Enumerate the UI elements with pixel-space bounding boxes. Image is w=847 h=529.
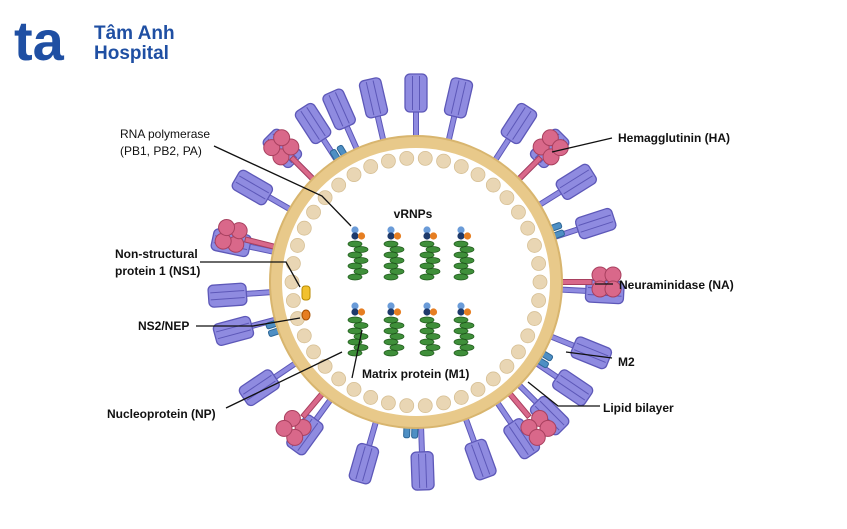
hemagglutinin-spike — [443, 77, 474, 145]
matrix-protein-bead — [317, 190, 333, 206]
hemagglutinin-spike — [490, 102, 538, 165]
hemagglutinin-spike — [348, 417, 380, 485]
matrix-protein-bead — [296, 328, 312, 344]
hemagglutinin-spike — [461, 413, 497, 481]
matrix-protein-bead — [290, 238, 305, 253]
hospital-name-line1: Tâm Anh — [94, 23, 175, 44]
neuraminidase-spike — [513, 129, 569, 185]
matrix-protein-bead — [331, 177, 347, 193]
matrix-protein-bead — [527, 311, 542, 326]
matrix-protein-bead — [470, 167, 486, 183]
hemagglutinin-label: Hemagglutinin (HA) — [618, 131, 730, 145]
matrix-protein-bead — [485, 371, 501, 387]
hospital-name: Tâm Anh Hospital — [94, 24, 175, 64]
matrix-protein-bead — [346, 381, 362, 397]
hemagglutinin-spike — [546, 332, 613, 370]
lipid-bilayer-label: Lipid bilayer — [603, 401, 674, 415]
neuraminidase-spike — [275, 388, 328, 446]
neuraminidase-spike — [263, 129, 319, 185]
matrix-protein-bead — [363, 159, 379, 174]
matrix-protein-label: Matrix protein (M1) — [362, 367, 469, 381]
neuraminidase-label: Neuraminidase (NA) — [619, 278, 734, 292]
vrnp — [419, 302, 441, 357]
hemagglutinin-spike — [492, 397, 541, 460]
hemagglutinin-spike — [294, 102, 342, 165]
hemagglutinin-spike — [534, 163, 597, 210]
vrnp-group — [347, 226, 475, 357]
m2-label: M2 — [618, 355, 635, 369]
matrix-protein-bead — [436, 153, 451, 169]
ns2-protein — [301, 309, 311, 321]
vrnp — [383, 302, 405, 357]
matrix-protein-bead — [532, 274, 548, 290]
matrix-protein-bead — [499, 190, 515, 206]
hemagglutinin-spike — [231, 169, 295, 214]
vrnp — [453, 302, 475, 357]
hospital-name-line2: Hospital — [94, 42, 169, 64]
matrix-protein-bead — [296, 220, 312, 236]
matrix-protein-bead — [417, 398, 433, 414]
matrix-protein-bead — [531, 256, 547, 271]
hemagglutinin-spike — [404, 73, 428, 141]
matrix-protein-bead — [453, 159, 469, 174]
matrix-protein-bead — [520, 328, 536, 344]
ns1-label-line1: Non-structural — [115, 247, 198, 261]
matrix-protein-bead — [285, 256, 301, 271]
vrnp — [419, 226, 441, 281]
hemagglutinin-spike — [207, 282, 276, 308]
matrix-protein-bead — [317, 358, 333, 374]
vrnp — [383, 226, 405, 281]
matrix-protein-bead — [499, 358, 515, 374]
surface-proteins — [207, 73, 625, 491]
neuraminidase-spike — [557, 266, 622, 298]
matrix-protein-bead — [399, 398, 415, 414]
neuraminidase-spike — [504, 388, 557, 446]
ns2-label: NS2/NEP — [138, 319, 189, 333]
matrix-protein-bead — [306, 344, 321, 360]
matrix-protein-layer — [284, 150, 548, 414]
matrix-protein-bead — [381, 395, 396, 411]
matrix-protein-bead — [381, 153, 396, 169]
matrix-protein-bead — [285, 293, 301, 308]
matrix-protein-bead — [399, 150, 415, 166]
callout-lines — [196, 137, 613, 409]
hemagglutinin-spike — [410, 423, 435, 491]
matrix-protein-bead — [485, 177, 501, 193]
virus-interior — [282, 148, 550, 416]
matrix-protein-bead — [346, 167, 362, 183]
rna-polymerase-label-line2: (PB1, PB2, PA) — [120, 144, 202, 158]
svg-text:ta: ta — [14, 14, 65, 68]
matrix-protein-bead — [363, 390, 379, 405]
rna-polymerase-label-line1: RNA polymerase — [120, 127, 210, 141]
hemagglutinin-spike — [322, 88, 362, 154]
vrnp — [347, 226, 369, 281]
matrix-protein-bead — [306, 204, 321, 220]
matrix-protein-bead — [436, 395, 451, 411]
neuraminidase-spike — [214, 219, 280, 253]
matrix-protein-bead — [331, 371, 347, 387]
matrix-protein-bead — [453, 390, 469, 405]
nucleoprotein-label: Nucleoprotein (NP) — [107, 407, 216, 421]
ns1-protein — [301, 285, 311, 301]
matrix-protein-bead — [470, 381, 486, 397]
vrnp — [453, 226, 475, 281]
matrix-protein-bead — [531, 293, 547, 308]
matrix-protein-bead — [417, 150, 433, 166]
matrix-protein-bead — [511, 344, 526, 360]
matrix-protein-bead — [527, 238, 542, 253]
matrix-protein-bead — [511, 204, 526, 220]
matrix-protein-bead — [520, 220, 536, 236]
vrnps-label: vRNPs — [394, 207, 433, 221]
ns1-label-line2: protein 1 (NS1) — [115, 264, 200, 278]
hospital-logo-mark: ta — [14, 14, 65, 68]
hemagglutinin-spike — [358, 77, 389, 145]
